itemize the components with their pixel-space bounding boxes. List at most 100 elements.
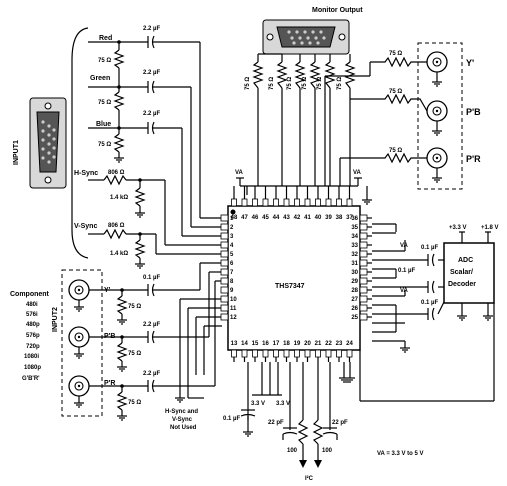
chip-pin <box>359 277 368 285</box>
chip-pin-number: 24 <box>346 341 353 347</box>
chip-pin <box>241 198 248 207</box>
chip-pin <box>273 198 279 207</box>
chip-pin-number: 12 <box>230 315 237 321</box>
chip-pin-number: 48 <box>231 215 238 221</box>
chip-pin-number: 17 <box>273 341 280 347</box>
monitor-resistor <box>344 61 356 89</box>
green-cap-label: 2.2 µF <box>143 70 160 76</box>
output-res-label: 75 Ω <box>389 51 402 57</box>
format-576p: 576p <box>26 333 40 339</box>
monitor-resistors <box>252 61 356 89</box>
chip-pin <box>359 259 368 267</box>
chip-pin-number: 20 <box>304 341 311 347</box>
chip-pin-number: 16 <box>262 341 269 347</box>
va-range-label: VA = 3.3 V to 5 V <box>377 451 424 457</box>
pin1-marker <box>230 209 236 215</box>
chip-pin <box>220 313 229 321</box>
i2c-arrow-1 <box>299 460 307 468</box>
chip-pin <box>304 349 311 358</box>
chip-pin-number: 15 <box>252 341 259 347</box>
chip-pin-number: 26 <box>351 306 358 312</box>
bottom-cap-label: 0.1 µF <box>223 416 240 422</box>
chip-pin <box>304 198 311 207</box>
right-cap-2-label: 0.1 µF <box>398 268 415 274</box>
chip-pin <box>359 313 368 321</box>
chip-pin-number: 4 <box>230 243 234 249</box>
chip-pin-number: 19 <box>294 341 301 347</box>
chip-pin <box>220 250 229 258</box>
blue-label: Blue <box>96 121 111 128</box>
chip-pin <box>359 223 368 231</box>
chip-pin-number: 30 <box>351 270 358 276</box>
format-576i: 576i <box>26 312 38 318</box>
monitor-res-label: 75 Ω <box>302 77 308 90</box>
chip-pin <box>241 349 248 358</box>
input2-label: INPUT2 <box>52 307 59 332</box>
component-title: Component <box>10 291 50 298</box>
output-pr-label: P'R <box>466 154 481 164</box>
res-100-1-label: 100 <box>287 448 298 454</box>
format-720p: 720p <box>26 344 40 350</box>
input-rca-y <box>68 279 90 301</box>
hv-not-used-3: Not Used <box>170 425 197 431</box>
input-y-cap-label: 0.1 µF <box>143 275 160 281</box>
chip-pin <box>336 349 342 358</box>
chip-pin-number: 10 <box>230 297 237 303</box>
green-res-label: 75 Ω <box>98 100 111 106</box>
chip-pin-number: 5 <box>230 252 234 258</box>
monitor-resistor <box>252 61 264 89</box>
chip-pin <box>359 286 368 294</box>
chip-pin <box>252 198 258 207</box>
format-480p: 480p <box>26 322 40 328</box>
input-y-res-label: 75 Ω <box>128 304 141 310</box>
va-right-1: VA <box>400 243 409 249</box>
chip-pin-number: 47 <box>241 215 248 221</box>
input-pb-cap-label: 2.2 µF <box>143 322 160 328</box>
input-rca-pb <box>68 326 90 348</box>
monitor-vga-connector <box>262 19 350 55</box>
chip-pin-number: 3 <box>230 234 234 240</box>
input-pb-res-label: 75 Ω <box>128 351 141 357</box>
chip-pin-number: 22 <box>325 341 332 347</box>
monitor-resistor <box>276 61 288 89</box>
chip-pin-number: 6 <box>230 261 234 267</box>
chip-pin <box>220 286 229 294</box>
bottom-33v-2: 3.3 V <box>276 401 290 407</box>
chip-pin <box>294 198 300 207</box>
format-480i: 480i <box>26 302 38 308</box>
output-res-label: 75 Ω <box>389 89 402 95</box>
chip-pin-number: 41 <box>304 215 311 221</box>
adc-label-3: Decoder <box>448 281 476 288</box>
right-cap-1-label: 0.1 µF <box>421 245 438 251</box>
red-label: Red <box>99 35 112 42</box>
chip-pin <box>315 198 321 207</box>
chip-pin-number: 9 <box>230 288 234 294</box>
chip-pin-number: 2 <box>230 225 234 231</box>
output-connector-box <box>417 42 463 190</box>
chip-pin <box>346 349 353 358</box>
format-gbr: G'B'R' <box>22 376 40 382</box>
hv-not-used-2: V-Sync <box>172 417 193 423</box>
output-rca-pb <box>426 100 448 122</box>
va-top-right: VA <box>353 170 362 176</box>
i2c-arrow-2 <box>314 460 322 468</box>
output-pb-label: P'B <box>466 107 481 117</box>
i2c-label: I²C <box>305 475 314 482</box>
chip-pin <box>294 349 300 358</box>
chip-pin-number: 28 <box>351 288 358 294</box>
output-rca-pr <box>426 147 448 169</box>
format-1080i: 1080i <box>24 354 39 360</box>
hv-not-used-1: H-Sync and <box>165 409 198 415</box>
chip-pin <box>346 198 353 207</box>
chip-pin-number: 33 <box>351 243 358 249</box>
supply-33-label: +3.3 V <box>449 225 467 231</box>
chip-pin-number: 23 <box>336 341 343 347</box>
chip-pin <box>220 259 229 267</box>
monitor-res-label: 75 Ω <box>317 77 323 90</box>
chip-pin <box>220 295 229 303</box>
vsync-label: V-Sync <box>74 223 97 230</box>
input2-connector-box <box>61 269 103 417</box>
res-100-2-label: 100 <box>322 448 333 454</box>
chip-pin-number: 37 <box>346 215 353 221</box>
